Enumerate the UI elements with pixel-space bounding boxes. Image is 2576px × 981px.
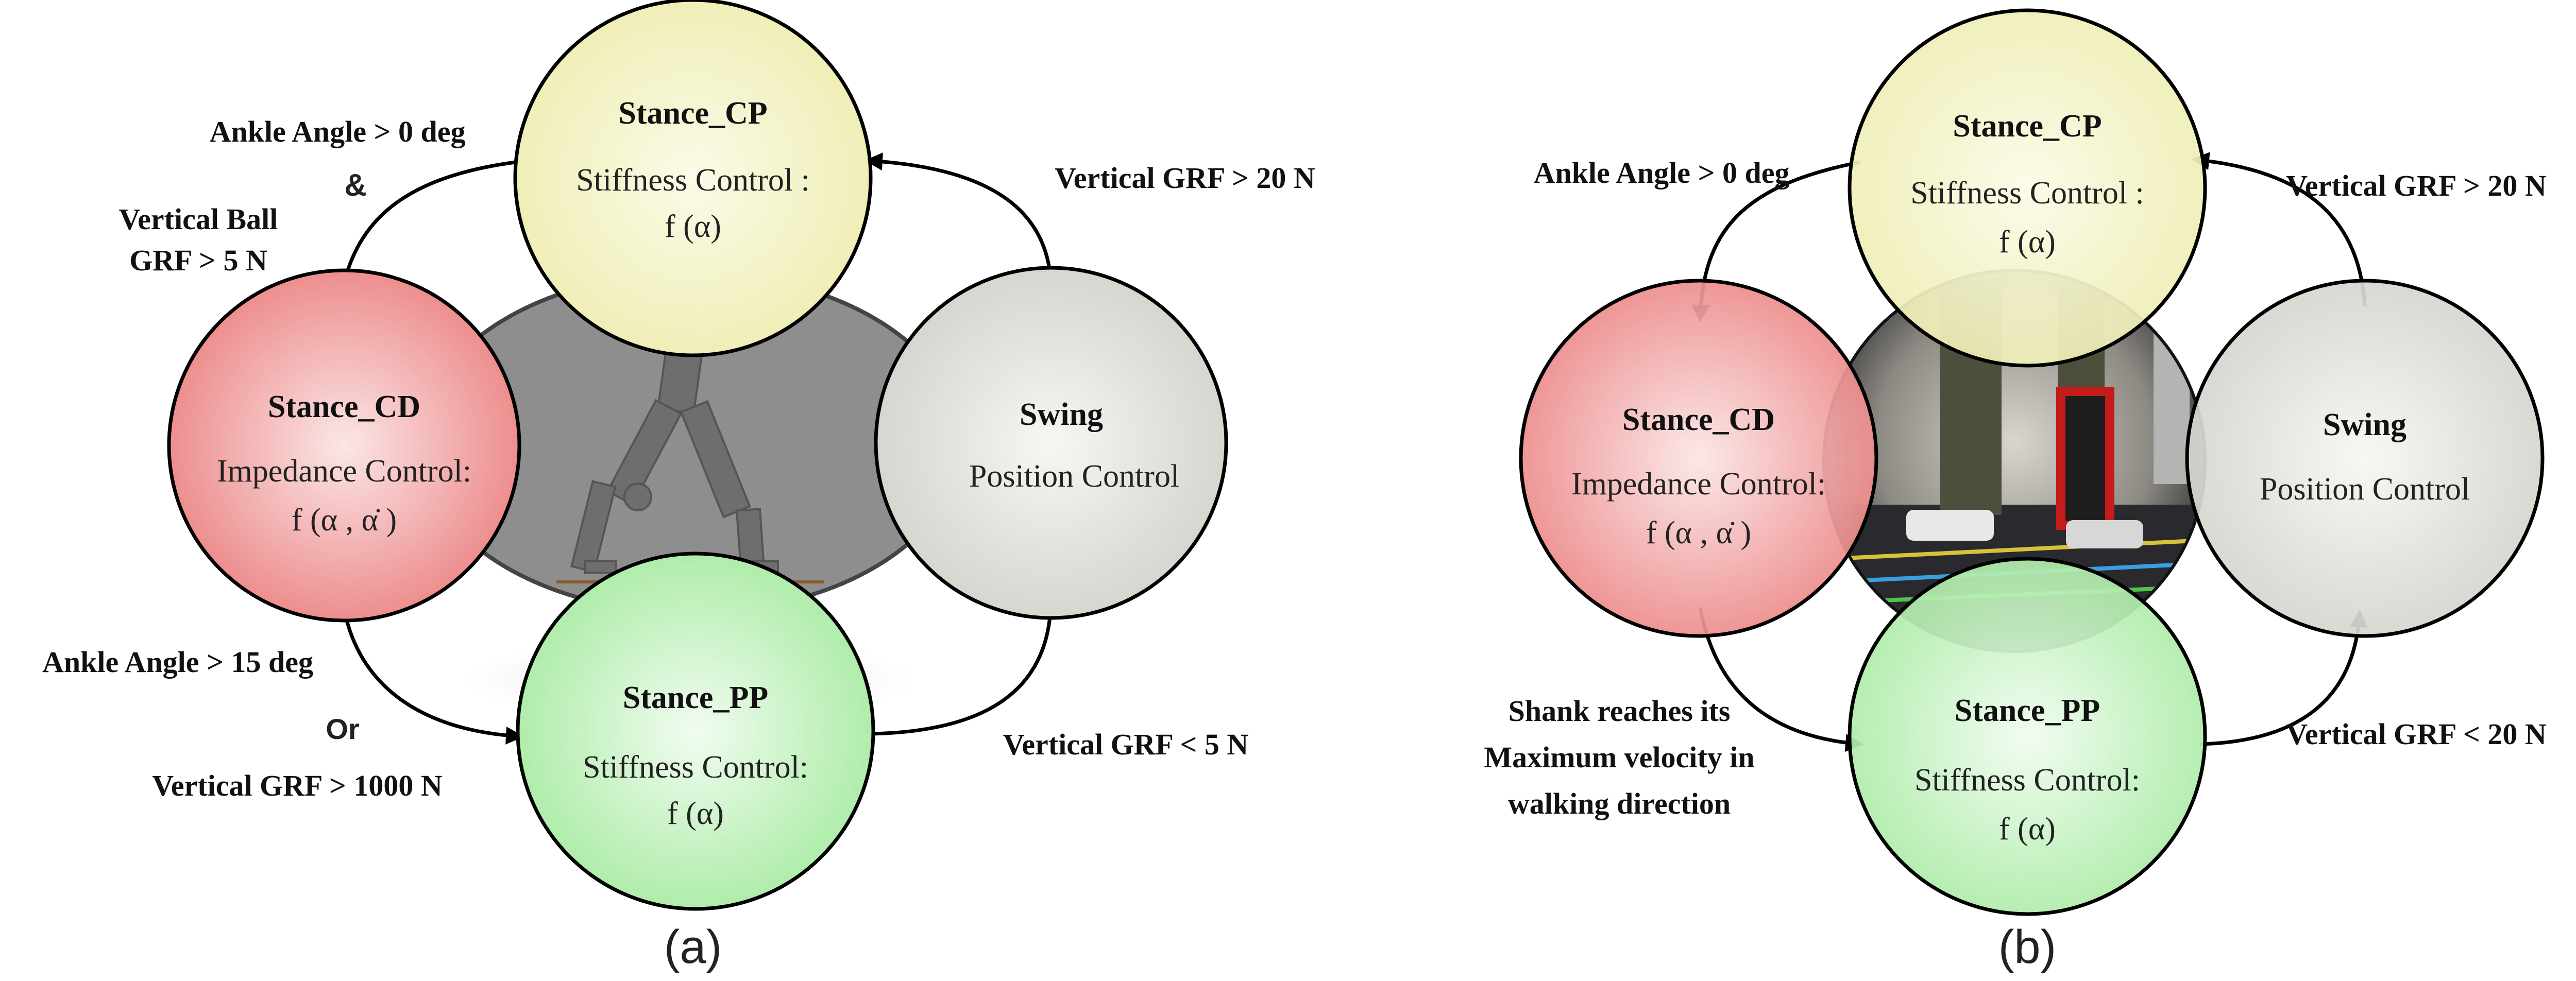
state-title: Stance_CD [268,389,420,424]
state-stance-pp: Stance_PP Stiffness Control: f (α) [1848,557,2207,916]
arrow-swing-to-cp [2191,152,2367,307]
state-circle [874,266,1228,620]
svg-text:Vertical GRF > 20 N: Vertical GRF > 20 N [1055,161,1315,195]
label-cd-to-pp: Ankle Angle > 15 deg Or Vertical GRF > 1… [42,645,443,802]
state-title: Stance_PP [623,680,768,715]
state-control-line2: f (α) [1999,225,2056,260]
state-circle [1848,8,2207,368]
state-title: Swing [2323,407,2406,442]
arrow-swing-to-cp [865,152,1053,286]
svg-text:Vertical GRF < 5 N: Vertical GRF < 5 N [1003,728,1249,761]
state-circle [1519,279,1878,638]
state-title: Swing [1020,397,1103,432]
state-stance-pp: Stance_PP Stiffness Control: f (α) [516,552,875,911]
arrow-cd-to-pp [341,599,524,745]
svg-text:&: & [344,168,366,202]
svg-text:Ankle Angle > 0 deg: Ankle Angle > 0 deg [1533,156,1789,190]
state-swing: Swing Position Control [2185,279,2545,638]
label-swing-to-cp: Vertical GRF > 20 N [2286,169,2547,202]
state-circle [1848,557,2207,916]
state-control-line2: f (α) [665,209,721,244]
label-cd-to-pp: Shank reaches its Maximum velocity in wa… [1484,694,1754,820]
label-cp-to-cd: Ankle Angle > 0 deg [1533,156,1789,190]
svg-text:GRF > 5 N: GRF > 5 N [129,244,267,277]
panel-b: Stance_CP Stiffness Control : f (α) Stan… [1484,8,2547,973]
state-control-line2: f (α , α̇ ) [292,503,397,538]
state-control-line1: Stiffness Control : [1910,176,2144,211]
label-swing-to-cp: Vertical GRF > 20 N [1055,161,1315,195]
panel-caption: (a) [664,921,722,973]
state-control-line2: f (α) [1999,812,2056,847]
state-circle [2185,279,2545,638]
panel-caption: (b) [1998,921,2056,973]
label-cp-to-cd: Ankle Angle > 0 deg & Vertical Ball GRF … [119,115,466,277]
arrow-cp-to-cd [337,160,516,292]
label-pp-to-swing: Vertical GRF < 5 N [1003,728,1249,761]
svg-text:Vertical GRF > 20 N: Vertical GRF > 20 N [2286,169,2547,202]
svg-text:walking direction: walking direction [1508,787,1731,820]
state-circle [513,0,873,357]
arrow-pp-to-swing [2199,609,2368,746]
state-control-line1: Impedance Control: [1571,467,1826,502]
state-title: Stance_CP [1953,109,2102,144]
state-circle [516,552,875,911]
state-stance-cp: Stance_CP Stiffness Control : f (α) [513,0,873,357]
state-control-line1: Position Control [2260,472,2470,507]
arrow-pp-to-swing [870,594,1060,736]
state-control-line1: Stiffness Control: [583,750,808,785]
svg-text:Shank reaches its: Shank reaches its [1509,694,1731,728]
state-stance-cd: Stance_CD Impedance Control: f (α , α̇ ) [167,268,521,623]
svg-text:Vertical Ball: Vertical Ball [119,202,278,236]
label-pp-to-swing: Vertical GRF < 20 N [2286,717,2547,751]
svg-text:Ankle Angle > 15 deg: Ankle Angle > 15 deg [42,645,313,679]
state-stance-cp: Stance_CP Stiffness Control : f (α) [1848,8,2207,368]
state-stance-cd: Stance_CD Impedance Control: f (α , α̇ ) [1519,279,1878,638]
svg-text:Ankle Angle > 0 deg: Ankle Angle > 0 deg [209,115,465,148]
state-title: Stance_CP [618,96,767,131]
svg-text:Or: Or [326,713,359,745]
state-title: Stance_PP [1955,693,2100,728]
svg-text:Vertical GRF < 20 N: Vertical GRF < 20 N [2286,717,2547,751]
state-control-line1: Position Control [969,459,1179,494]
arrow-cd-to-pp [1698,607,1863,752]
state-control-line1: Stiffness Control : [576,163,810,198]
state-swing: Swing Position Control [874,266,1228,620]
svg-text:Maximum velocity in: Maximum velocity in [1484,741,1754,774]
state-control-line2: f (α) [667,796,724,831]
svg-text:Vertical GRF > 1000 N: Vertical GRF > 1000 N [152,769,443,802]
state-control-line1: Impedance Control: [217,454,471,489]
state-title: Stance_CD [1622,402,1775,437]
state-control-line1: Stiffness Control: [1914,763,2140,798]
panel-a: Stance_CP Stiffness Control : f (α) Stan… [42,0,1315,973]
state-control-line2: f (α , α̇ ) [1646,515,1751,550]
state-circle [167,268,521,623]
